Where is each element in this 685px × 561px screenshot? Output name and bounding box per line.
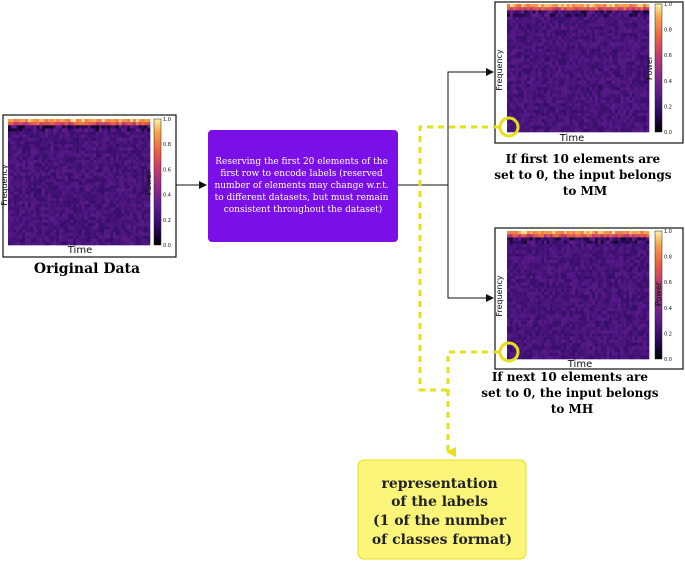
mh-spectrogram-panel: 1.0 0.8 0.6 0.4 0.2 0.0 Time Frequency Power	[494, 227, 684, 370]
original-data-caption: Original Data	[34, 261, 140, 277]
arrow-to-mm	[447, 68, 494, 185]
colorbar	[153, 118, 162, 246]
process-line: number of elements may change w.r.t.	[214, 181, 388, 191]
label-line: of the labels	[391, 494, 488, 510]
colorbar-tick-label: 0.6	[664, 280, 672, 286]
colorbar-tick-label: 0.0	[664, 357, 672, 363]
colorbar-tick-label: 0.8	[163, 142, 171, 148]
colorbar-tick-label: 1.0	[163, 117, 171, 123]
colorbar-label: Power	[654, 281, 663, 306]
colorbar-ticks: 1.0 0.8 0.6 0.4 0.2 0.0	[163, 117, 171, 249]
y-axis-label: Frequency	[495, 49, 504, 91]
mm-spectrogram-panel: 1.0 0.8 0.6 0.4 0.2 0.0 Time Frequency Power	[494, 1, 684, 144]
heatmap	[507, 231, 650, 360]
colorbar-label: Power	[645, 55, 654, 80]
colorbar-tick-label: 0.2	[664, 331, 672, 337]
process-line: Reserving the first 20 elements of the	[215, 157, 388, 167]
label-line: of classes format)	[372, 532, 512, 548]
colorbar-tick-label: 0.8	[664, 255, 672, 261]
colorbar	[654, 3, 663, 133]
label-line: (1 of the number	[373, 513, 507, 529]
arrow-to-mh	[447, 185, 494, 302]
heatmap	[507, 4, 650, 133]
dashed-path-mm	[418, 125, 499, 392]
colorbar-tick-label: 0.4	[163, 193, 171, 199]
y-axis-label: Frequency	[495, 275, 504, 317]
colorbar-label: Power	[144, 170, 153, 195]
colorbar-tick-label: 1.0	[664, 2, 672, 8]
dashed-path-mh	[446, 350, 499, 390]
colorbar-ticks: 1.0 0.8 0.6 0.4 0.2 0.0	[664, 229, 672, 363]
process-box-background	[208, 130, 398, 242]
mh-caption: If next 10 elements are set to 0, the in…	[481, 370, 662, 416]
colorbar-tick-label: 0.2	[163, 218, 171, 224]
heatmap	[8, 119, 151, 246]
colorbar-tick-label: 0.2	[664, 104, 672, 110]
colorbar-ticks: 1.0 0.8 0.6 0.4 0.2 0.0	[664, 2, 672, 136]
caption-line: to MH	[551, 402, 593, 416]
y-axis-label: Frequency	[0, 164, 9, 206]
caption-line: If first 10 elements are	[506, 152, 661, 166]
caption-line: to MM	[563, 184, 607, 198]
x-axis-label: Time	[67, 245, 92, 256]
colorbar-tick-label: 0.6	[163, 167, 171, 173]
caption-line: set to 0, the input belongs	[494, 168, 671, 182]
label-line: representation	[381, 476, 497, 492]
connector-arrows	[176, 68, 494, 302]
mh-label-highlight	[498, 341, 520, 363]
process-box: Reserving the first 20 elements of the f…	[208, 130, 398, 242]
colorbar	[654, 230, 663, 360]
process-line: first row to encode labels (reserved	[220, 168, 383, 179]
colorbar-tick-label: 0.8	[664, 28, 672, 34]
label-highlights	[418, 116, 520, 457]
mm-caption: If first 10 elements are set to 0, the i…	[494, 152, 675, 198]
colorbar-tick-label: 0.0	[163, 243, 171, 249]
process-line: consistent throughout the dataset)	[224, 204, 383, 215]
mm-label-highlight	[498, 116, 520, 138]
label-box-text: representation of the labels (1 of the n…	[372, 476, 512, 548]
colorbar-tick-label: 0.0	[664, 130, 672, 136]
colorbar-tick-label: 1.0	[664, 229, 672, 235]
caption-line: If next 10 elements are	[492, 370, 649, 384]
x-axis-label: Time	[567, 359, 592, 370]
caption-line: set to 0, the input belongs	[481, 386, 658, 400]
colorbar-tick-label: 0.6	[664, 53, 672, 59]
process-line: to different datasets, but must remain	[215, 193, 389, 203]
label-box-background	[357, 459, 527, 560]
label-representation-box: representation of the labels (1 of the n…	[357, 459, 527, 560]
original-spectrogram-panel: 1.0 0.8 0.6 0.4 0.2 0.0 Time Frequency Power	[0, 114, 177, 258]
colorbar-tick-label: 0.4	[664, 306, 672, 312]
colorbar-tick-label: 0.4	[664, 79, 672, 85]
x-axis-label: Time	[559, 133, 584, 144]
process-box-text: Reserving the first 20 elements of the f…	[214, 157, 391, 215]
